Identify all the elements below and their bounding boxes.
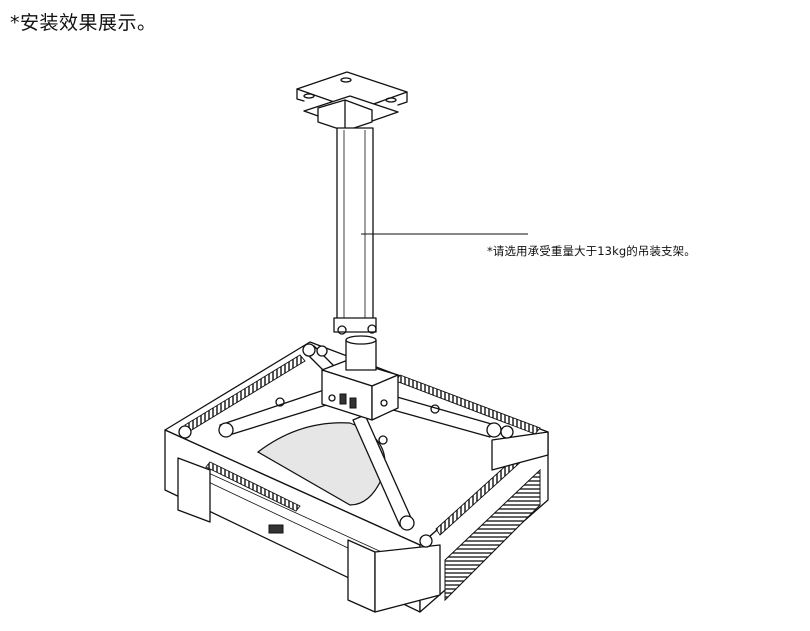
page-heading: *安装效果展示。 (10, 12, 157, 34)
ceiling-plate (296, 71, 408, 132)
extension-pole (333, 127, 377, 335)
mounting-arms (178, 343, 514, 548)
weight-note: *请选用承受重量大于13kg的吊装支架。 (487, 244, 696, 258)
mount-hub (321, 335, 399, 421)
projector-body (164, 341, 549, 613)
